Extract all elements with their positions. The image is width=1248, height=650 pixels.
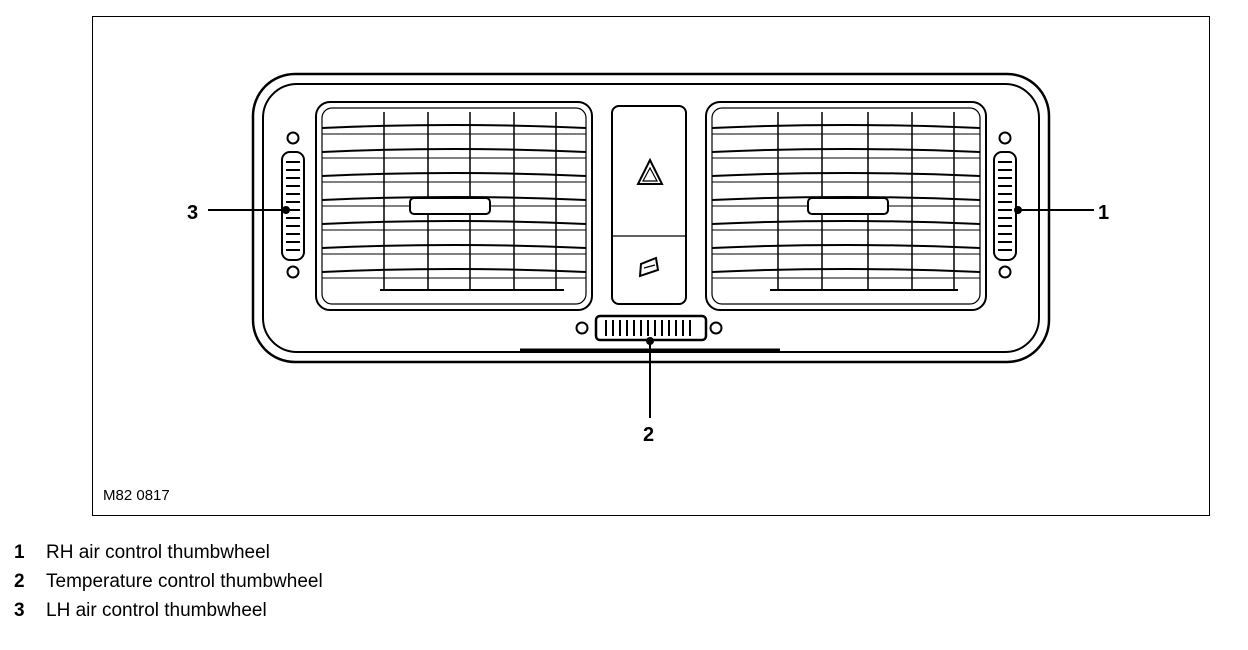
rh-air-control-thumbwheel[interactable] xyxy=(993,151,1017,261)
legend: 1 RH air control thumbwheel 2 Temperature … xyxy=(14,538,323,625)
lh-screw-bottom xyxy=(286,265,300,279)
rh-screw-bottom xyxy=(998,265,1012,279)
figure-reference-id: M82 0817 xyxy=(103,487,170,504)
legend-number: 1 xyxy=(14,542,25,563)
bezel-outer xyxy=(251,72,1051,364)
legend-item: 2 Temperature control thumbwheel xyxy=(14,567,323,596)
callout-2-number: 2 xyxy=(643,424,654,446)
callout-1-number: 1 xyxy=(1098,202,1109,224)
center-switch-panel xyxy=(611,105,687,305)
legend-label: LH air control thumbwheel xyxy=(46,600,267,621)
legend-number: 3 xyxy=(14,600,25,621)
lh-screw-top xyxy=(286,131,300,145)
left-vent-frame xyxy=(315,101,593,311)
door-lock-icon[interactable] xyxy=(638,256,660,278)
bezel-inner xyxy=(262,83,1040,353)
rh-screw-top xyxy=(998,131,1012,145)
legend-label: Temperature control thumbwheel xyxy=(46,571,323,592)
temp-screw-right xyxy=(709,321,723,335)
legend-item: 1 RH air control thumbwheel xyxy=(14,538,323,567)
vent-panel-diagram: 3 1 2 M82 0817 xyxy=(103,72,1109,504)
legend-number: 2 xyxy=(14,571,25,592)
lh-air-control-thumbwheel[interactable] xyxy=(281,151,305,261)
legend-item: 3 LH air control thumbwheel xyxy=(14,596,323,625)
figure-frame xyxy=(92,16,1210,516)
left-vent-louvres xyxy=(321,112,587,291)
callout-3-number: 3 xyxy=(187,202,198,224)
temp-screw-left xyxy=(575,321,589,335)
right-vent-frame xyxy=(705,101,987,311)
legend-label: RH air control thumbwheel xyxy=(46,542,270,563)
temperature-control-thumbwheel[interactable] xyxy=(594,314,708,342)
hazard-warning-triangle-icon[interactable] xyxy=(636,157,664,185)
right-vent-louvres xyxy=(711,112,981,291)
